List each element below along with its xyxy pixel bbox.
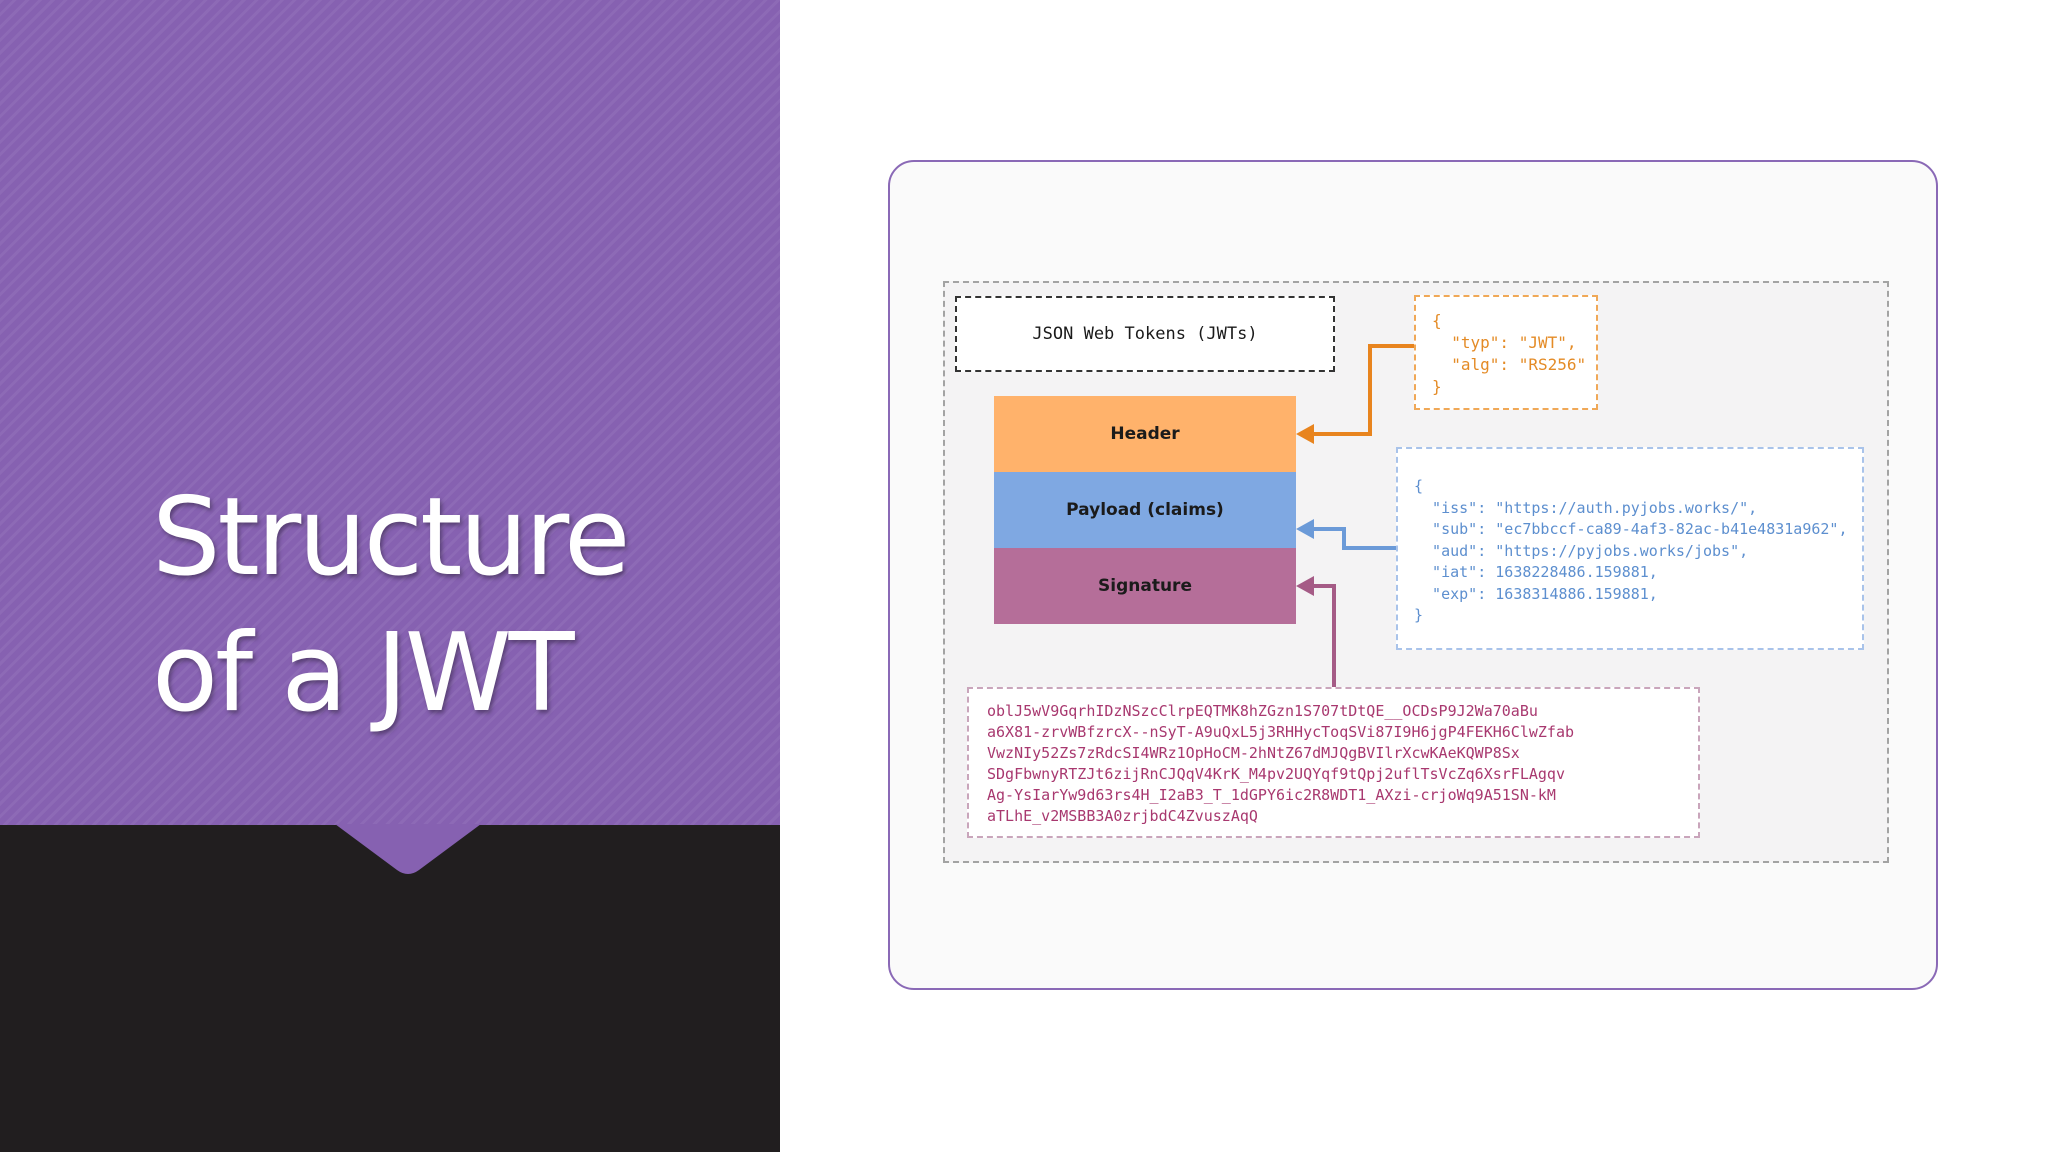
header-json-box: { "typ": "JWT", "alg": "RS256" }: [1414, 295, 1598, 410]
slide-title: Structure of a JWT: [152, 470, 752, 742]
slide-title-line-1: Structure: [152, 475, 630, 600]
header-block: Header: [994, 396, 1296, 472]
payload-json-box: { "iss": "https://auth.pyjobs.works/", "…: [1396, 447, 1864, 650]
signature-arrow: [1296, 576, 1336, 687]
title-panel: Structure of a JWT: [0, 0, 780, 1152]
header-arrow: [1296, 344, 1414, 444]
dark-background: [0, 825, 780, 1152]
payload-arrow: [1296, 519, 1396, 550]
signature-text-box: oblJ5wV9GqrhIDzNSzcClrpEQTMK8hZGzn1S707t…: [967, 687, 1700, 838]
signature-block: Signature: [994, 548, 1296, 624]
diagram-title: JSON Web Tokens (JWTs): [955, 296, 1335, 372]
pointer-notch-shape: [335, 824, 481, 874]
purple-background: [0, 0, 780, 825]
slide-title-line-2: of a JWT: [152, 611, 575, 736]
payload-block: Payload (claims): [994, 472, 1296, 548]
